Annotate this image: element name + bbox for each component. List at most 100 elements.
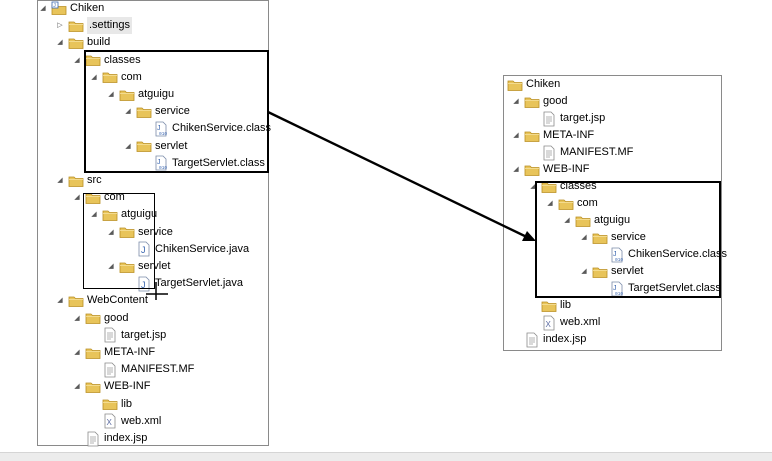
right-tree-item-row[interactable]: Chiken xyxy=(494,76,560,93)
left-tree-item-label: servlet xyxy=(155,139,188,152)
left-tree-item-row[interactable]: ◢atguigu xyxy=(89,206,157,223)
collapsed-twisty-icon[interactable]: ▷ xyxy=(57,22,63,30)
left-tree-item-row[interactable]: ◢META-INF xyxy=(72,344,155,361)
java-file-icon: J xyxy=(136,241,152,257)
expanded-twisty-icon[interactable]: ◢ xyxy=(40,5,46,12)
left-tree-item-row[interactable]: ◢good xyxy=(72,310,128,327)
expanded-twisty-icon[interactable]: ◢ xyxy=(57,39,63,47)
left-tree-item-row[interactable]: ◢WebContent xyxy=(55,292,148,309)
right-tree-item-label: WEB-INF xyxy=(543,163,590,175)
left-tree-item-row[interactable]: MANIFEST.MF xyxy=(89,361,194,378)
right-tree-item-row[interactable]: lib xyxy=(528,297,571,314)
left-tree-item-label: ChikenService.class xyxy=(172,122,272,135)
expanded-twisty-icon[interactable]: ◢ xyxy=(108,91,114,98)
expanded-twisty-icon[interactable]: ◢ xyxy=(91,211,97,219)
left-tree-item-row[interactable]: ◢ service xyxy=(123,103,190,120)
svg-text:J: J xyxy=(613,285,617,292)
svg-text:J: J xyxy=(53,3,56,9)
expanded-twisty-icon[interactable]: ◢ xyxy=(57,177,63,184)
right-tree-item-row[interactable]: ◢atguigu xyxy=(562,212,630,229)
folder-icon xyxy=(524,128,540,144)
expanded-twisty-icon[interactable]: ◢ xyxy=(74,56,80,64)
right-tree-item-row[interactable]: ◢META-INF xyxy=(511,127,594,144)
expanded-twisty-icon[interactable]: ◢ xyxy=(547,200,553,207)
expanded-twisty-icon[interactable]: ◢ xyxy=(74,383,80,391)
twisty-spacer xyxy=(528,297,538,314)
right-tree-item-row[interactable]: ◢ com xyxy=(545,195,598,212)
left-tree-item-row[interactable]: ◢ classes xyxy=(72,52,141,69)
folder-icon xyxy=(592,230,608,246)
svg-text:J: J xyxy=(613,251,617,258)
folder-icon xyxy=(541,298,557,314)
highlight-src-com-box xyxy=(83,193,155,289)
right-tree-item-row[interactable]: ◢ WEB-INF xyxy=(511,161,589,178)
xml-file-icon: X xyxy=(541,315,557,331)
right-tree-item-row[interactable]: index.jsp xyxy=(511,331,586,348)
expanded-twisty-icon[interactable]: ◢ xyxy=(74,349,80,356)
left-tree-item-label: Chiken xyxy=(70,2,105,14)
expanded-twisty-icon[interactable]: ◢ xyxy=(125,108,131,116)
left-tree-item-row[interactable]: ◢atguigu xyxy=(106,86,174,103)
expanded-twisty-icon[interactable]: ◢ xyxy=(513,166,519,173)
left-tree-item-row[interactable]: lib xyxy=(89,396,132,413)
folder-icon xyxy=(68,293,84,309)
right-tree-item-label: web.xml xyxy=(560,316,601,328)
right-tree-item-row[interactable]: target.jsp xyxy=(528,110,605,127)
right-tree-item-label: index.jsp xyxy=(543,333,587,345)
status-strip xyxy=(0,452,772,461)
right-tree-item-row[interactable]: ◢servlet xyxy=(579,263,643,280)
expanded-twisty-icon[interactable]: ◢ xyxy=(74,314,80,322)
left-tree-item-label: ChikenService.java xyxy=(155,242,250,255)
folder-icon xyxy=(85,379,101,395)
left-tree-item-label: classes xyxy=(104,53,141,66)
left-tree-item-row[interactable]: ◢ J Chiken xyxy=(38,0,104,17)
expanded-twisty-icon[interactable]: ◢ xyxy=(74,194,80,202)
expanded-twisty-icon[interactable]: ◢ xyxy=(91,73,97,81)
text-file-icon xyxy=(541,145,557,161)
expanded-twisty-icon[interactable]: ◢ xyxy=(108,228,114,236)
folder-icon xyxy=(102,207,118,223)
left-tree-item-row[interactable]: ◢src xyxy=(55,172,102,189)
right-tree-item-label: lib xyxy=(560,299,572,311)
left-tree-item-row[interactable]: ◢service xyxy=(106,224,173,241)
left-tree-item-row[interactable]: index.jsp xyxy=(72,430,147,447)
left-tree-item-row[interactable]: ◢build xyxy=(55,34,110,51)
left-tree-item-row[interactable]: ◢WEB-INF xyxy=(72,378,150,395)
right-tree-item-row[interactable]: MANIFEST.MF xyxy=(528,144,633,161)
left-tree-item-label: com xyxy=(121,70,142,83)
expanded-twisty-icon[interactable]: ◢ xyxy=(108,263,114,270)
expanded-twisty-icon[interactable]: ◢ xyxy=(125,142,131,150)
expanded-twisty-icon[interactable]: ◢ xyxy=(513,98,519,105)
right-tree-item-label: com xyxy=(577,197,598,209)
folder-icon xyxy=(592,264,608,280)
svg-text:X: X xyxy=(546,320,552,329)
right-tree-item-row[interactable]: ◢service xyxy=(579,229,646,246)
left-tree-item-label: index.jsp xyxy=(104,432,148,444)
expanded-twisty-icon[interactable]: ◢ xyxy=(57,297,63,305)
left-tree-item-row[interactable]: target.jsp xyxy=(89,327,166,344)
expanded-twisty-icon[interactable]: ◢ xyxy=(513,132,519,139)
twisty-spacer xyxy=(528,144,538,161)
folder-icon xyxy=(524,162,540,178)
left-tree-item-label: service xyxy=(155,105,190,118)
folder-icon xyxy=(136,104,152,120)
left-tree-item-row[interactable]: ◢ servlet xyxy=(123,138,187,155)
expanded-twisty-icon[interactable]: ◢ xyxy=(581,234,587,241)
expanded-twisty-icon[interactable]: ◢ xyxy=(564,217,570,224)
right-tree-item-row[interactable]: ◢ good xyxy=(511,93,567,110)
left-tree-item-row[interactable]: ▷.settings xyxy=(55,17,132,35)
folder-icon xyxy=(119,259,135,275)
left-tree-item-row[interactable]: ◢ com xyxy=(89,69,142,86)
right-tree-item-label: good xyxy=(543,95,568,107)
left-tree-item-label: target.jsp xyxy=(121,328,167,341)
left-project-explorer xyxy=(37,0,269,446)
expanded-twisty-icon[interactable]: ◢ xyxy=(581,268,587,275)
